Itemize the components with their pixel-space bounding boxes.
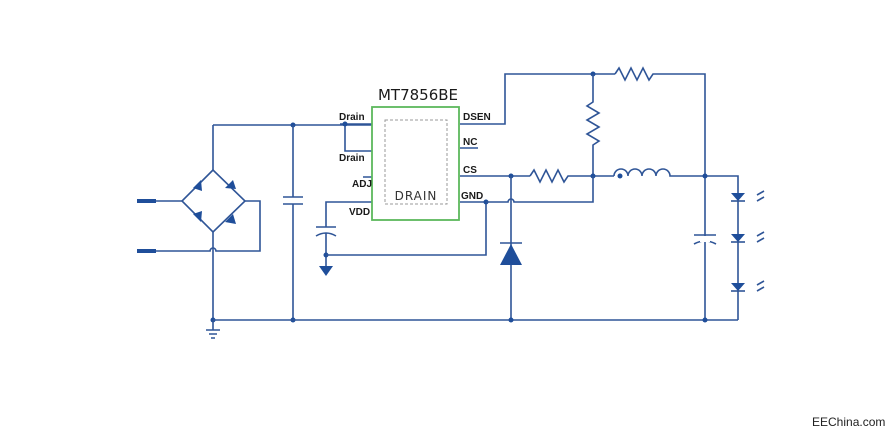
freewheel-diode: [500, 176, 522, 323]
output-capacitor: [693, 234, 717, 323]
resistor-vertical: [585, 74, 601, 176]
wire-dsen: [460, 73, 615, 125]
led-string: [731, 190, 765, 292]
watermark: EEChina.com: [812, 415, 885, 429]
resistor-top: [614, 66, 706, 320]
led-icon: [731, 190, 765, 202]
pin-label-vdd: VDD: [349, 207, 370, 218]
pin-label-drain-2: Drain: [339, 153, 365, 164]
pin-label-cs: CS: [463, 165, 477, 176]
bulk-capacitor: [283, 125, 303, 323]
ic-chip: MT7856BE DRAIN Drain Drain ADJ VDD DSEN …: [339, 86, 491, 221]
led-icon: [731, 231, 765, 243]
pin-label-drain-1: Drain: [339, 112, 365, 123]
led-icon: [731, 280, 765, 292]
inductor: [613, 168, 739, 320]
pin-label-gnd: GND: [461, 191, 483, 202]
pin-label-nc: NC: [463, 137, 477, 148]
pin-label-dsen: DSEN: [463, 112, 491, 123]
wire-drain-pins: [340, 123, 372, 178]
chip-title: MT7856BE: [378, 86, 458, 104]
resistor-sense: [529, 168, 614, 184]
chip-pad-label: DRAIN: [395, 189, 438, 203]
ac-input-terminals: [137, 199, 261, 253]
pin-label-adj: ADJ: [352, 179, 372, 190]
bridge-rectifier: [180, 125, 247, 320]
